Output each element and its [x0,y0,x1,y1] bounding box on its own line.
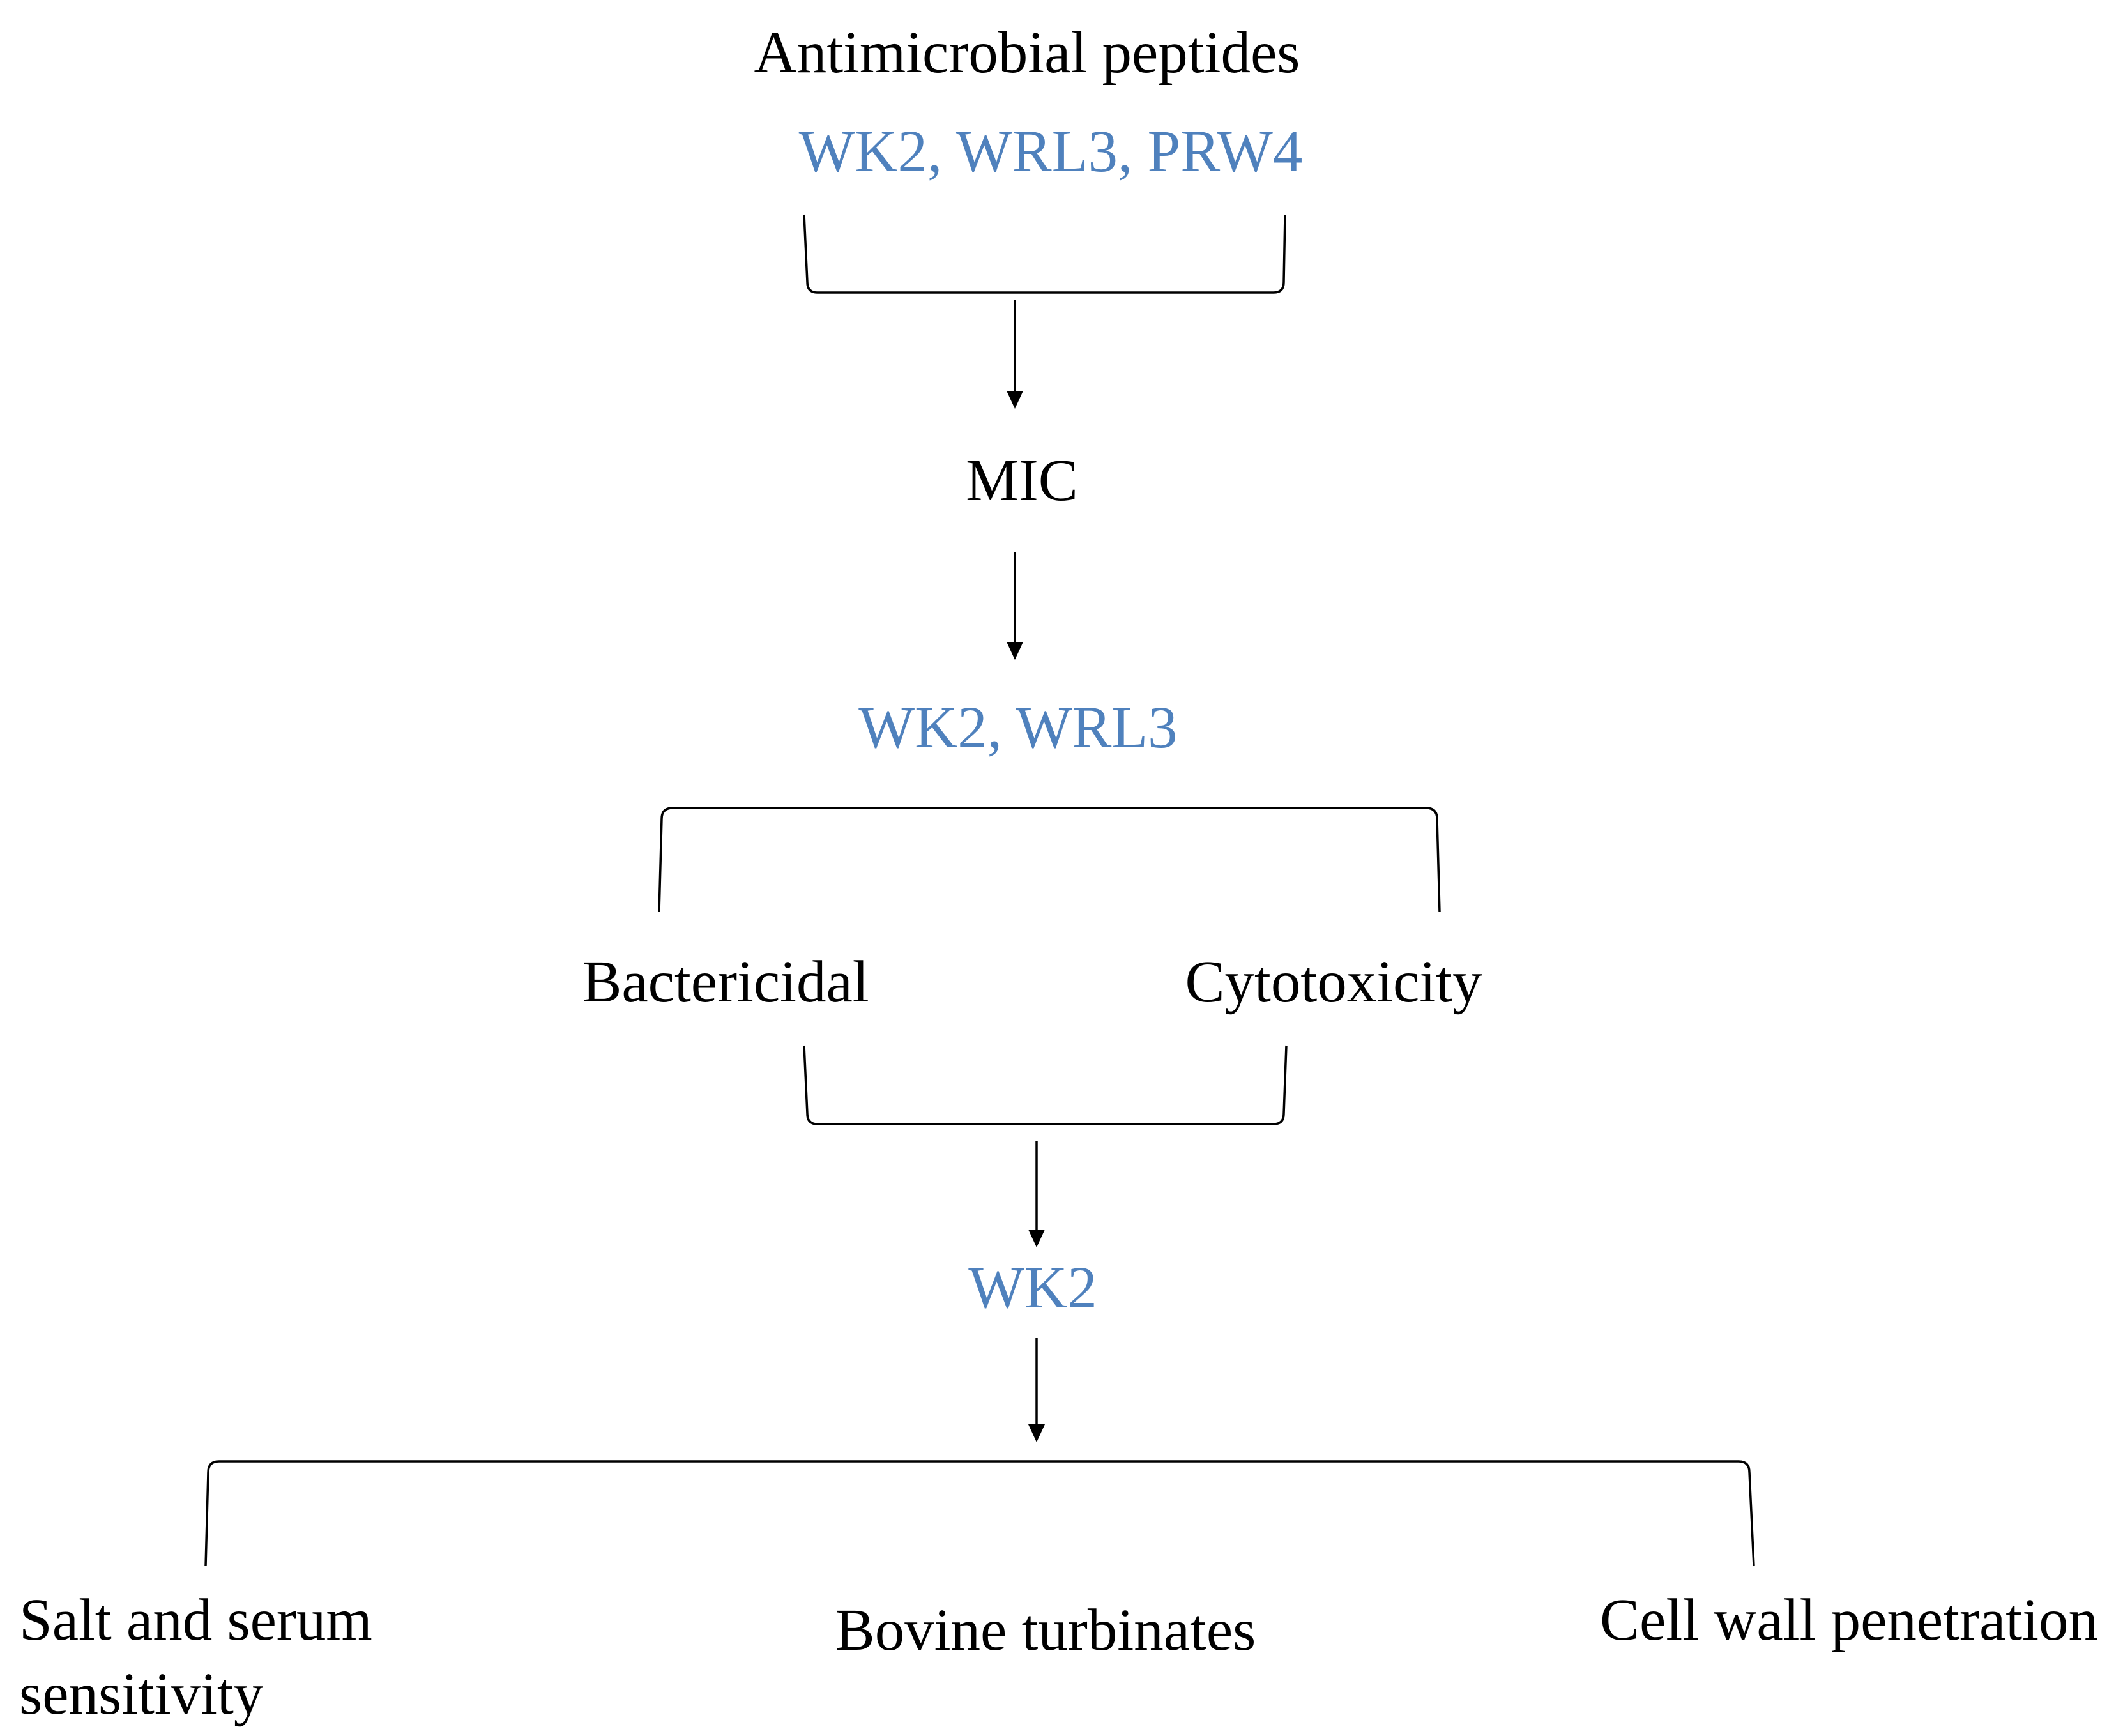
assay-join-bracket [803,1045,1288,1125]
antimicrobial-peptides-label: Antimicrobial peptides [754,20,1300,86]
salt-serum-sensitivity-label-line1: Salt and serum [19,1587,372,1653]
bovine-turbinates-label: Bovine turbinates [835,1597,1256,1663]
cytotoxicity-label: Cytotoxicity [1185,949,1483,1015]
candidate-peptides-label: WK2, WRL3, PRW4 [799,119,1303,185]
candidate-peptides-bracket [803,214,1286,294]
mic-label: MIC [966,448,1078,514]
cell-wall-penetration-label: Cell wall penetration [1600,1587,2098,1653]
arrow-to-final-peptide-head [1028,1230,1045,1247]
assay-split-bracket [658,807,1441,913]
salt-serum-sensitivity-label-line2: sensitivity [19,1661,264,1727]
arrow-to-mic-head [1007,391,1023,409]
arrow-to-final-split-head [1028,1424,1045,1442]
selected-peptides-label: WK2, WRL3 [858,695,1177,761]
final-peptide-label: WK2 [968,1255,1097,1321]
outcome-split-bracket [204,1460,1755,1567]
bactericidal-label: Bactericidal [582,949,869,1015]
arrow-to-selected-peptides-head [1007,642,1023,660]
